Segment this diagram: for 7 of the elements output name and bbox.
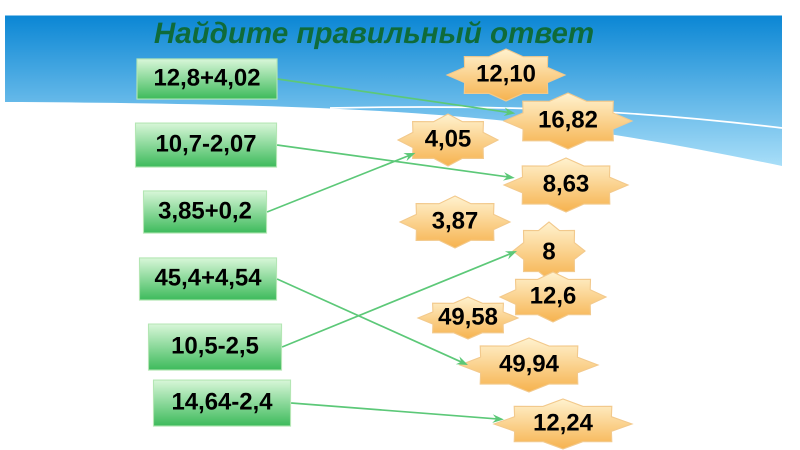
answer-box: 45,4+4,54 <box>138 257 278 301</box>
answer-box: 12,8+4,02 <box>136 58 278 100</box>
title: Найдите правильный ответ <box>154 20 593 50</box>
answer-box: 10,7-2,07 <box>134 122 278 168</box>
answer-box: 3,85+0,2 <box>142 190 268 234</box>
answer-box: 10,5-2,5 <box>148 323 282 371</box>
answer-box: 14,64-2,4 <box>152 379 292 427</box>
